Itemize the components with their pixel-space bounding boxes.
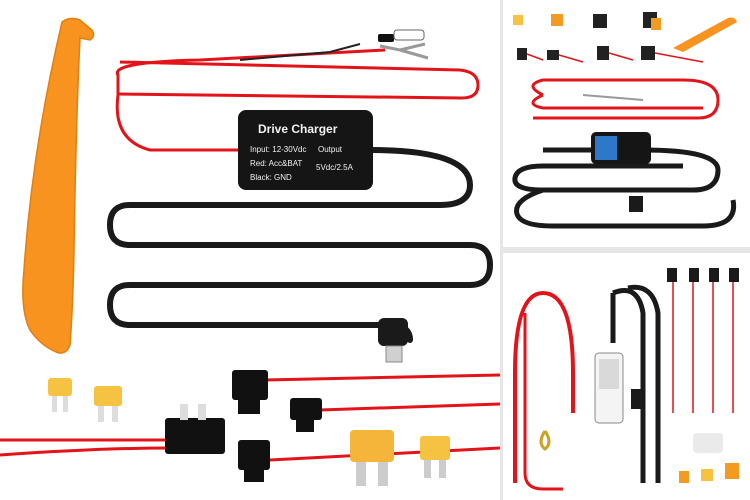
- usb-c-connector: [385, 345, 403, 363]
- panel-divider-vertical: [500, 0, 503, 500]
- red-power-wire: [115, 48, 386, 95]
- main-product-panel: Drive Charger Input: 12-30Vdc Red: Acc&B…: [0, 17, 500, 486]
- fork-terminal: [539, 430, 551, 451]
- fuse-tap-adapter: [597, 46, 609, 60]
- fuse-tap-adapter: [709, 268, 719, 282]
- fuse-orange: [725, 463, 739, 479]
- fuse-yellow: [48, 378, 72, 412]
- fork-terminal: [379, 42, 429, 60]
- charger-red-spec: Red: Acc&BAT: [250, 159, 302, 168]
- fuse-yellow: [94, 386, 122, 422]
- fuse-holder-plug: [378, 34, 394, 42]
- fuse-tap-wires: [672, 278, 734, 413]
- fuse-orange: [679, 471, 689, 483]
- pry-tool: [673, 17, 737, 52]
- fuse-kit-illustration: [513, 268, 739, 491]
- usb-c-plug: [629, 196, 643, 212]
- fuse-tap-adapter: [290, 398, 322, 432]
- fuse-yellow: [350, 430, 394, 486]
- usb-c-plug: [631, 389, 643, 409]
- charger-output-value: 5Vdc/2.5A: [316, 163, 354, 172]
- fuse-tap-adapter: [165, 404, 225, 454]
- fuse-tap-adapter: [689, 268, 699, 282]
- fuse-tap-adapter: [238, 440, 270, 482]
- drive-charger-box: [238, 110, 373, 190]
- fuse-tap-adapter: [232, 370, 268, 414]
- red-wire-coil: [531, 78, 720, 120]
- kit-overview-illustration: [512, 12, 737, 229]
- fuse-tap-adapter: [547, 50, 559, 60]
- fuse-tap-adapter: [641, 46, 655, 60]
- inline-fuse: [393, 29, 425, 41]
- fuse-orange: [651, 18, 661, 30]
- black-cable-coil: [512, 147, 737, 229]
- top-red-wire-loop: [117, 60, 480, 100]
- fuse-yellow: [420, 436, 450, 478]
- cable-clip: [693, 433, 723, 453]
- hardwire-kit-illustration: Drive Charger Input: 12-30Vdc Red: Acc&B…: [0, 17, 500, 486]
- charger-title: Drive Charger: [258, 122, 338, 136]
- red-wire-loop: [513, 291, 544, 483]
- charger-input-spec: Input: 12-30Vdc: [250, 145, 306, 154]
- black-cable-coil: [106, 147, 494, 343]
- fuse-tap-adapter: [729, 268, 739, 282]
- charger-output-label: Output: [318, 145, 343, 154]
- fuse-tap-adapter: [667, 268, 677, 282]
- fuse-tap-adapter: [593, 14, 607, 28]
- fuse-tap-wires: [0, 373, 500, 462]
- charger-label-graphic: [599, 359, 619, 389]
- panel-divider-horizontal: [503, 247, 750, 253]
- fuse-orange: [551, 14, 563, 26]
- charger-label-graphic: [595, 136, 617, 160]
- charger-black-spec: Black: GND: [250, 173, 292, 182]
- black-cable-coil: [610, 284, 661, 483]
- fuse-tap-adapter: [517, 48, 527, 60]
- fuse-yellow: [701, 469, 713, 481]
- pry-tool: [22, 17, 95, 354]
- kit-overview-panel: [503, 0, 750, 247]
- fuse-yellow: [513, 15, 523, 25]
- usb-c-plug: [378, 318, 408, 346]
- fuse-kit-panel: [503, 253, 750, 500]
